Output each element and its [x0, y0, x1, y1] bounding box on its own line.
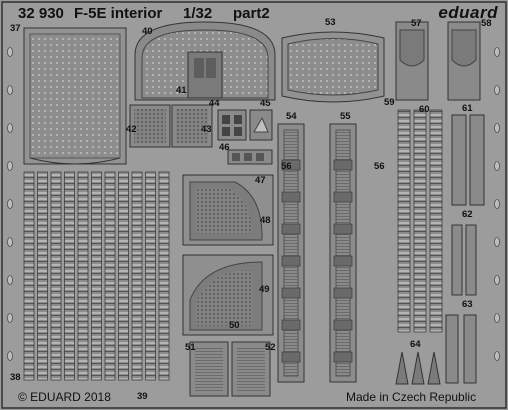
part-45	[249, 109, 273, 141]
part-number-52: 52	[265, 342, 276, 353]
part-52	[231, 341, 271, 397]
part-number-60: 60	[419, 104, 430, 115]
part-42	[129, 104, 171, 148]
copyright-text: © EDUARD 2018	[18, 390, 111, 404]
part-number-50: 50	[229, 320, 240, 331]
part-38-strips	[23, 171, 170, 381]
part-63	[445, 314, 477, 384]
part-54-55-rails	[277, 123, 357, 383]
part-number-42: 42	[126, 124, 137, 135]
part-number-53: 53	[325, 17, 336, 28]
part-number-39: 39	[137, 391, 148, 402]
part-49-50	[182, 254, 274, 336]
part-number-49: 49	[259, 284, 270, 295]
part-number-43: 43	[201, 124, 212, 135]
part-number-45: 45	[260, 98, 271, 109]
part-46	[227, 149, 273, 165]
part-number-46: 46	[219, 142, 230, 153]
part-number-41: 41	[176, 85, 187, 96]
part-51	[189, 341, 229, 397]
sheet-title: F-5E interior	[74, 5, 163, 22]
part-53	[281, 31, 385, 103]
part-number-48: 48	[260, 215, 271, 226]
part-64	[395, 351, 441, 385]
origin-text: Made in Czech Republic	[346, 390, 477, 404]
part-44	[217, 109, 247, 141]
part-number-37: 37	[10, 23, 21, 34]
part-number-57: 57	[411, 18, 422, 29]
part-number-38: 38	[10, 372, 21, 383]
right-side-tabs	[494, 47, 500, 361]
part-37	[23, 27, 127, 165]
part-43	[171, 104, 213, 148]
left-side-tabs	[7, 47, 13, 361]
part-number-55: 55	[340, 111, 351, 122]
part-number-54: 54	[286, 111, 297, 122]
part-number-59: 59	[384, 97, 395, 108]
part-label: part2	[233, 5, 270, 22]
part-number-51: 51	[185, 342, 196, 353]
part-number-58: 58	[481, 18, 492, 29]
part-number-44: 44	[209, 98, 220, 109]
part-number-61: 61	[462, 103, 473, 114]
part-58	[447, 21, 481, 101]
part-number-64: 64	[410, 339, 421, 350]
part-47-48	[182, 174, 274, 246]
part-61	[451, 114, 485, 206]
brand-logo: eduard	[438, 3, 498, 22]
part-number-63: 63	[462, 299, 473, 310]
scale-label: 1/32	[183, 5, 213, 22]
catalog-number: 32 930	[18, 5, 64, 22]
part-number-47: 47	[255, 175, 266, 186]
part-40	[134, 21, 276, 101]
part-number-56: 56	[281, 161, 292, 172]
part-59-60-ladders	[397, 109, 443, 333]
part-62	[451, 224, 477, 296]
part-number-56: 56	[374, 161, 385, 172]
part-number-62: 62	[462, 209, 473, 220]
part-number-40: 40	[142, 26, 153, 37]
part-57	[395, 21, 429, 101]
